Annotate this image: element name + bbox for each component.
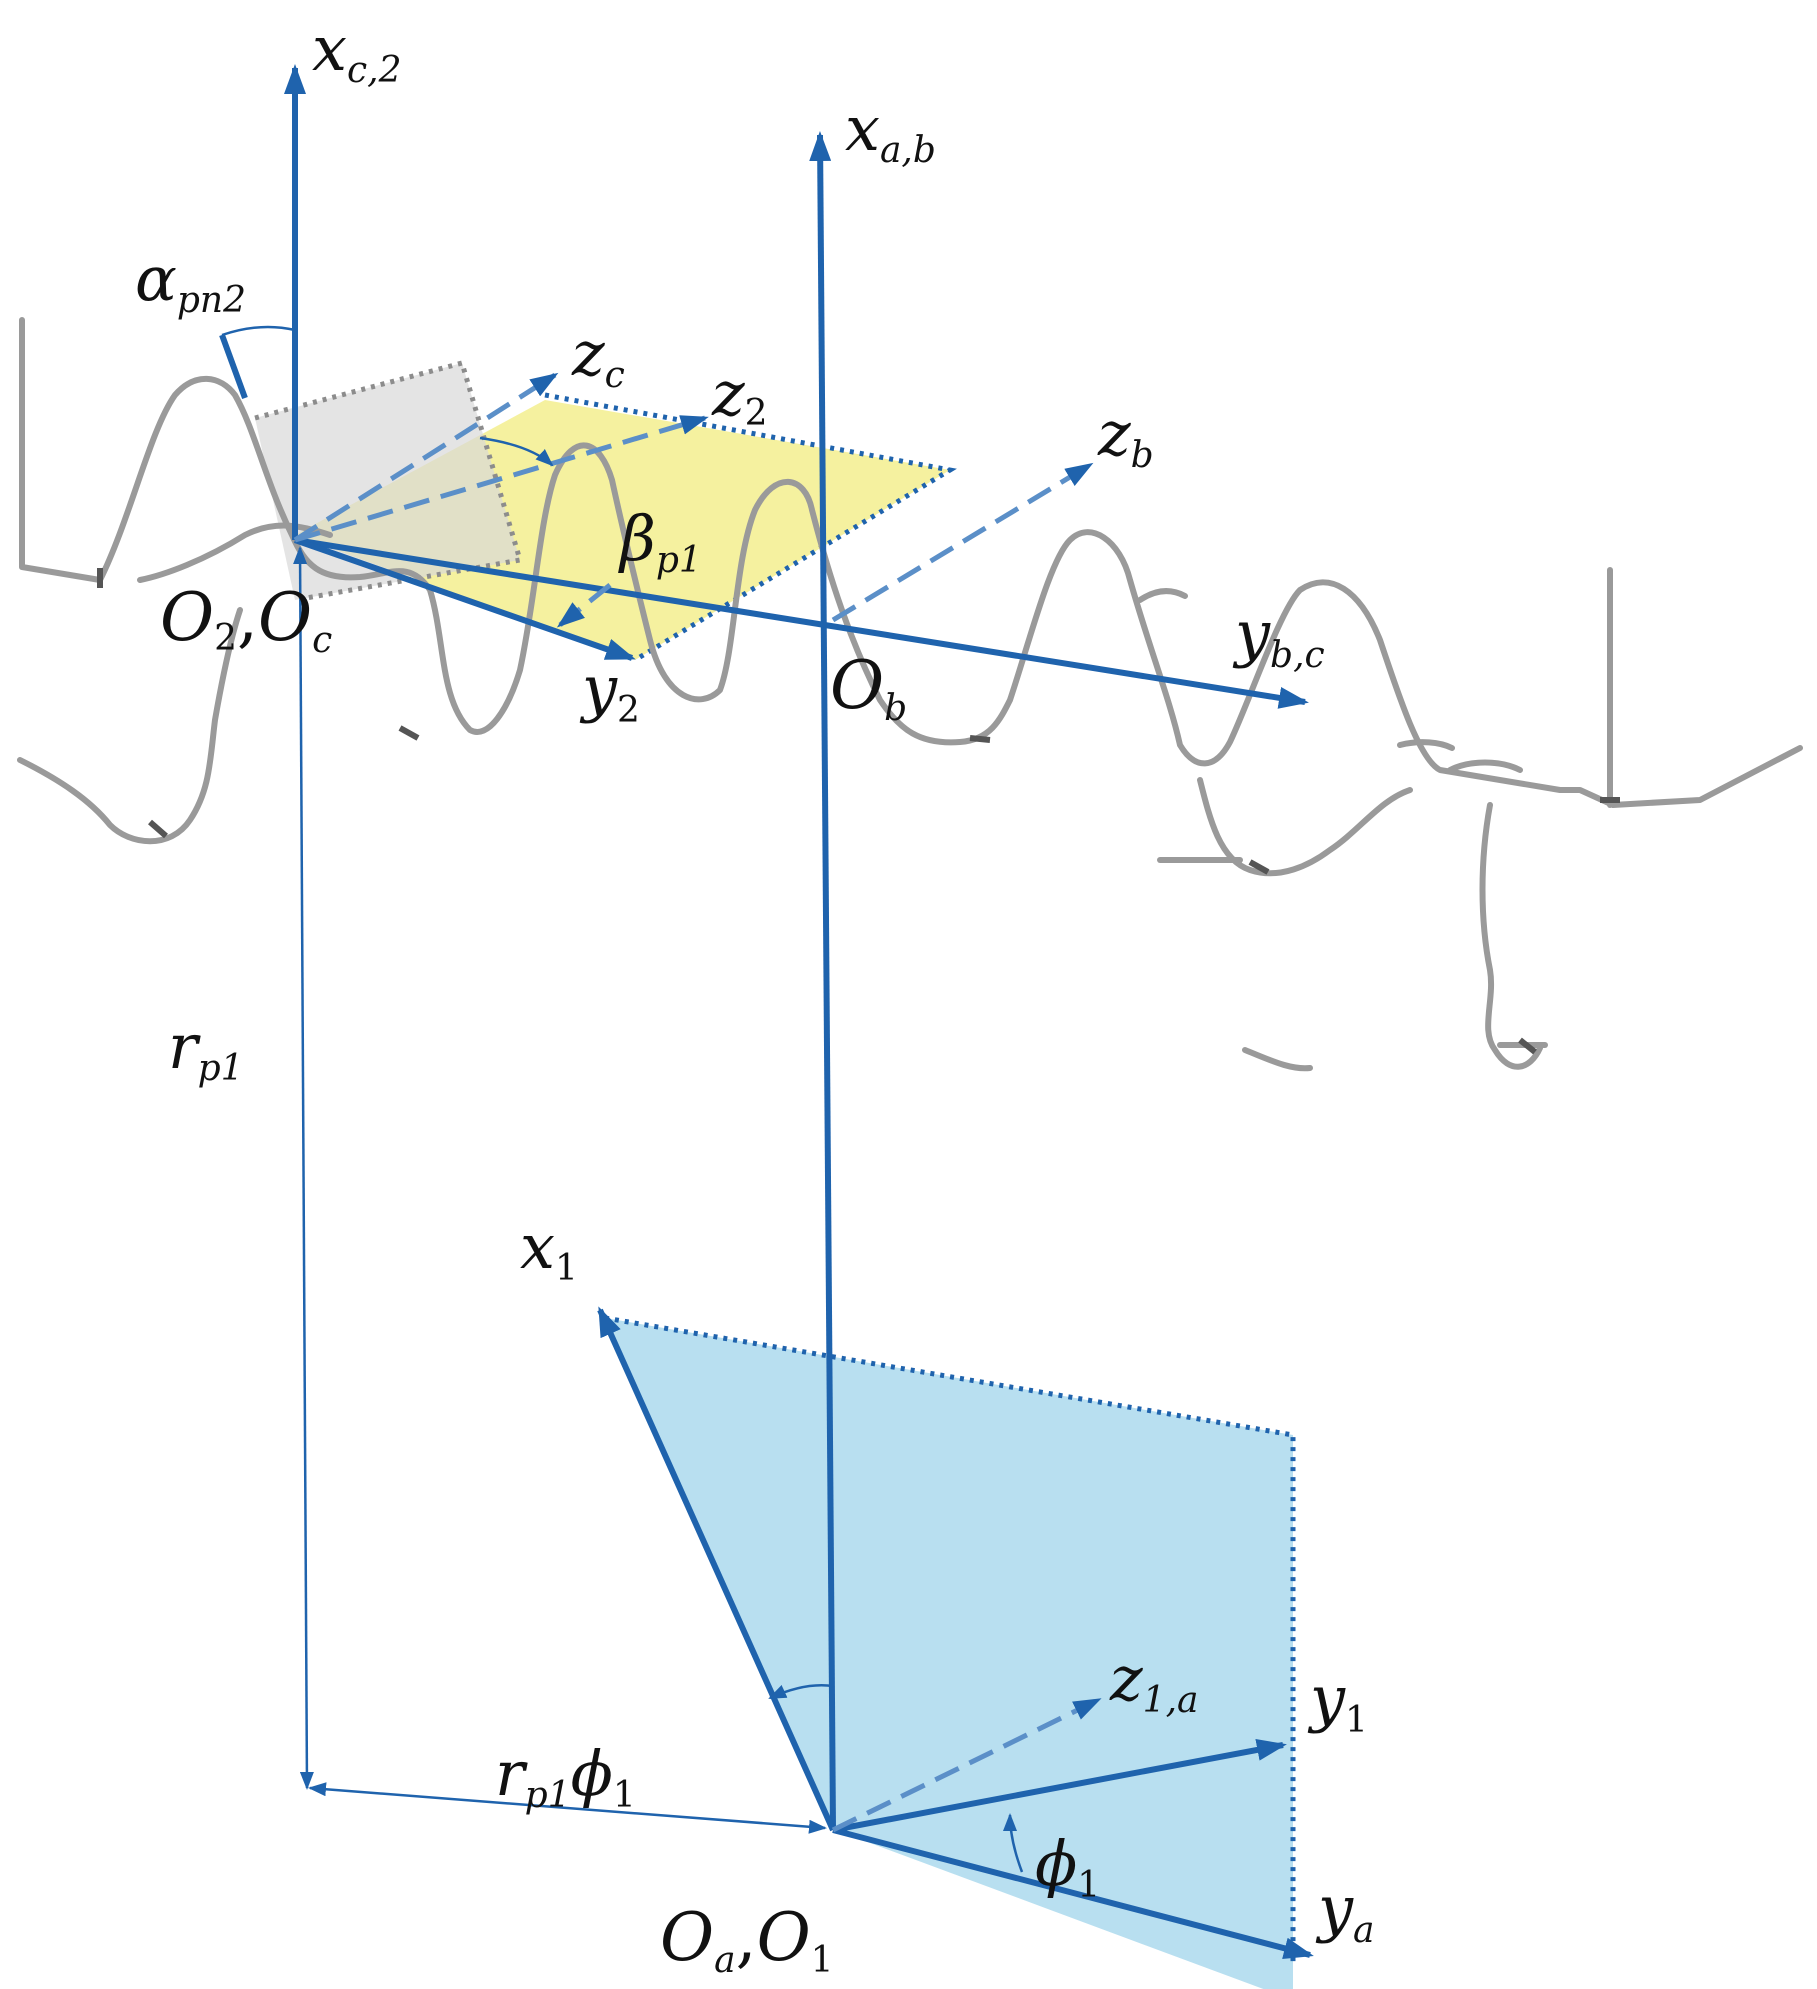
grey-plane [255, 363, 520, 600]
label-o2-oc: O2,Oc [160, 579, 332, 661]
label-y-1: y1 [1307, 1662, 1368, 1741]
blue-plane [605, 1318, 1293, 1989]
label-z-c: zc [571, 317, 625, 396]
rack-profile [17, 317, 1803, 1072]
label-r-p1-phi1: rp1ϕ1 [495, 1737, 636, 1816]
blue-plane-dotted-edge [604, 1315, 1296, 1965]
label-x-ab: xa,b [845, 92, 936, 171]
x-ab-axis [809, 131, 836, 1831]
ya-axis [832, 1827, 1314, 1960]
beta-arc [479, 436, 554, 467]
alpha-leg [219, 333, 248, 400]
label-o-b: Ob [830, 647, 907, 729]
label-z-1a: z1,a [1109, 1642, 1198, 1721]
yellow-plane-dotted-edge [544, 392, 957, 663]
y2-axis [294, 537, 636, 661]
label-z-2: z2 [711, 357, 768, 434]
label-y-2: y2 [579, 652, 640, 731]
rp1-phi1-dimension [308, 1782, 827, 1834]
y-bc-axis [294, 537, 1309, 709]
x1-axis [597, 1306, 836, 1832]
z2-axis [294, 415, 709, 543]
y2-dashed-proj [556, 583, 612, 628]
zb-axis [831, 462, 1094, 623]
zc-axis [293, 372, 559, 543]
label-oa-o1: Oa,O1 [660, 1899, 834, 1981]
label-phi-1: ϕ1 [1035, 1827, 1100, 1906]
label-z-b: zb [1097, 397, 1154, 476]
z1a-axis [831, 1697, 1102, 1833]
label-alpha-pn2: αpn2 [135, 242, 246, 321]
theta-arc [768, 1683, 834, 1700]
label-x-c2: xc,2 [312, 12, 401, 91]
rp1-dimension [293, 546, 314, 1790]
label-r-p1: rp1 [168, 1010, 244, 1089]
label-y-bc: yb,c [1232, 597, 1325, 676]
label-x-1: x1 [520, 1210, 578, 1289]
label-beta-p1: βp1 [618, 502, 702, 581]
alpha-arc [221, 325, 296, 337]
y1-axis [832, 1739, 1287, 1833]
label-y-a: ya [1315, 1872, 1375, 1951]
phi1-arc [1003, 1813, 1024, 1873]
